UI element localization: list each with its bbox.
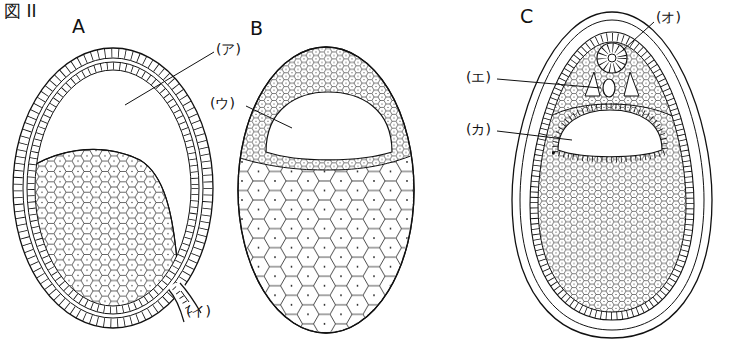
part-label: (オ) [656,10,681,25]
yolk-cells [230,150,425,342]
leader-line [497,79,601,88]
neural-tube [597,43,627,73]
part-label: (イ) [186,304,211,319]
blastula-figure [230,47,425,342]
part-label: (ア) [216,42,241,57]
part-label: (ウ) [210,96,235,111]
panel-letter: C [520,6,533,27]
somite [624,72,639,96]
gastrula-figure [0,48,213,342]
somite [585,72,600,96]
ectoderm-outline [530,32,694,320]
neural-tube-cells [602,48,622,68]
blastocoel [266,92,392,160]
figure-title: 図 II [4,2,36,21]
membrane-inner [520,20,704,330]
ectoderm-cells [534,37,690,316]
part-label: (カ) [466,122,491,137]
leader-line [497,131,572,140]
leader-line [125,52,214,105]
inner-tissue [538,42,686,312]
part-label: (エ) [466,70,491,85]
yolk-mass [0,149,178,342]
leader-line [181,291,189,302]
panel-letter: B [250,18,263,39]
leader-line [623,22,654,50]
neurula-figure [512,12,712,338]
blastula-outline [238,47,414,333]
yolk-ground [230,150,425,342]
leader-line [246,106,292,128]
leader-lines [125,22,654,302]
notochord [603,79,615,97]
yolk-boundary [20,149,178,300]
endoderm-cells [555,106,665,160]
panel-letter: A [72,16,85,37]
membrane-outline [512,12,712,338]
neural-canal [608,54,616,62]
blastopore-lip [169,290,184,322]
archenteron [558,110,662,157]
